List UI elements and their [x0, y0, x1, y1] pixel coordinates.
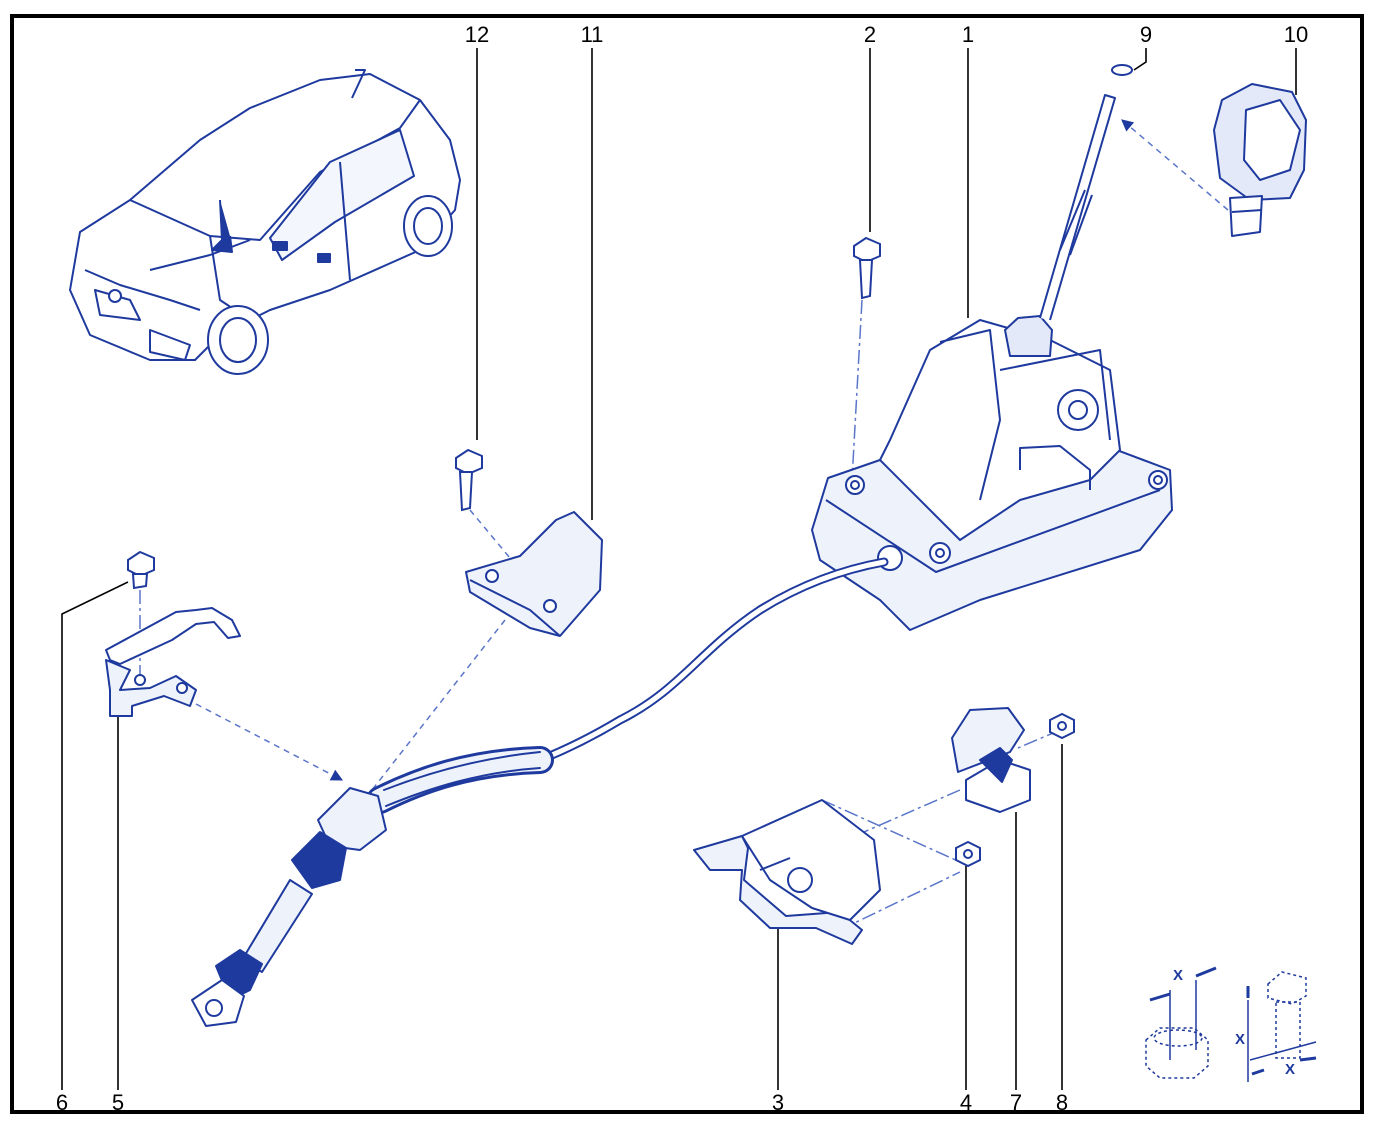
callout-3: 3 [771, 1090, 785, 1115]
gear-lever-housing [811, 94, 1173, 631]
callout-9: 9 [1139, 22, 1153, 47]
cable-stop [951, 707, 1031, 813]
legend-x-label: X [1285, 1061, 1295, 1078]
bolt [455, 448, 483, 512]
legend-x-label: X [1173, 967, 1183, 984]
callout-10: 10 [1283, 22, 1309, 47]
gear-knob [1213, 83, 1307, 237]
callout-11: 11 [580, 22, 604, 47]
torque-legend: X X X [1145, 966, 1317, 1082]
clip-ring [1111, 64, 1133, 76]
bolt [127, 550, 155, 590]
callout-8: 8 [1055, 1090, 1069, 1115]
legend-x-label: X [1235, 1031, 1245, 1048]
callout-2: 2 [863, 22, 877, 47]
callout-6: 6 [55, 1090, 69, 1115]
nut [1049, 712, 1075, 740]
cable-bracket [693, 799, 881, 945]
callout-5: 5 [111, 1090, 125, 1115]
callout-7: 7 [1009, 1090, 1023, 1115]
cable-clip [105, 607, 241, 717]
nut [955, 840, 981, 868]
support-bracket [465, 511, 603, 637]
callout-12: 12 [464, 22, 490, 47]
cable-stop [191, 787, 387, 1027]
callout-4: 4 [959, 1090, 973, 1115]
vehicle-illustration [69, 69, 461, 375]
leader-lines [61, 48, 1297, 1090]
callout-1: 1 [961, 22, 975, 47]
nut-icon [1145, 966, 1217, 1079]
bolt-icon [1246, 971, 1317, 1082]
shift-cable [366, 557, 889, 814]
bolt [853, 236, 881, 300]
